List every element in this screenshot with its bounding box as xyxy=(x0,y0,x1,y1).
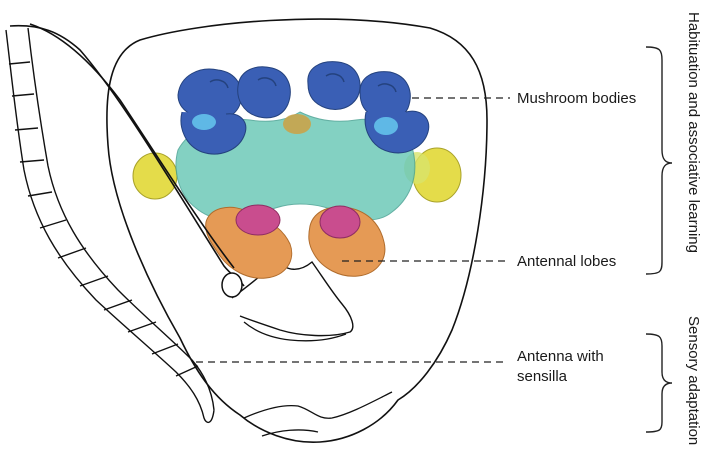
bracket-label-upper: Habituation and associative learning xyxy=(685,12,702,253)
labrum-outline xyxy=(243,321,347,342)
bracket-label-lower: Sensory adaptation xyxy=(685,316,702,446)
glomeruli-left xyxy=(235,204,281,236)
brace-lower xyxy=(645,333,673,433)
glomeruli-right xyxy=(319,205,361,239)
brace-upper xyxy=(645,46,673,275)
label-antennal-lobes: Antennal lobes xyxy=(517,253,617,270)
label-mushroom-bodies: Mushroom bodies xyxy=(517,90,637,107)
antenna-flagellum xyxy=(5,27,215,424)
label-antenna-line2: sensilla xyxy=(517,368,568,385)
antenna-scape-inner xyxy=(29,23,235,269)
head-capsule-outline xyxy=(106,18,488,443)
mushroom-body-right xyxy=(307,61,430,154)
antenna-socket xyxy=(221,272,243,298)
label-antenna-line1: Antenna with xyxy=(517,348,604,365)
central-complex xyxy=(283,114,311,134)
mandible-outline xyxy=(243,391,393,437)
mushroom-body-left xyxy=(177,66,291,155)
